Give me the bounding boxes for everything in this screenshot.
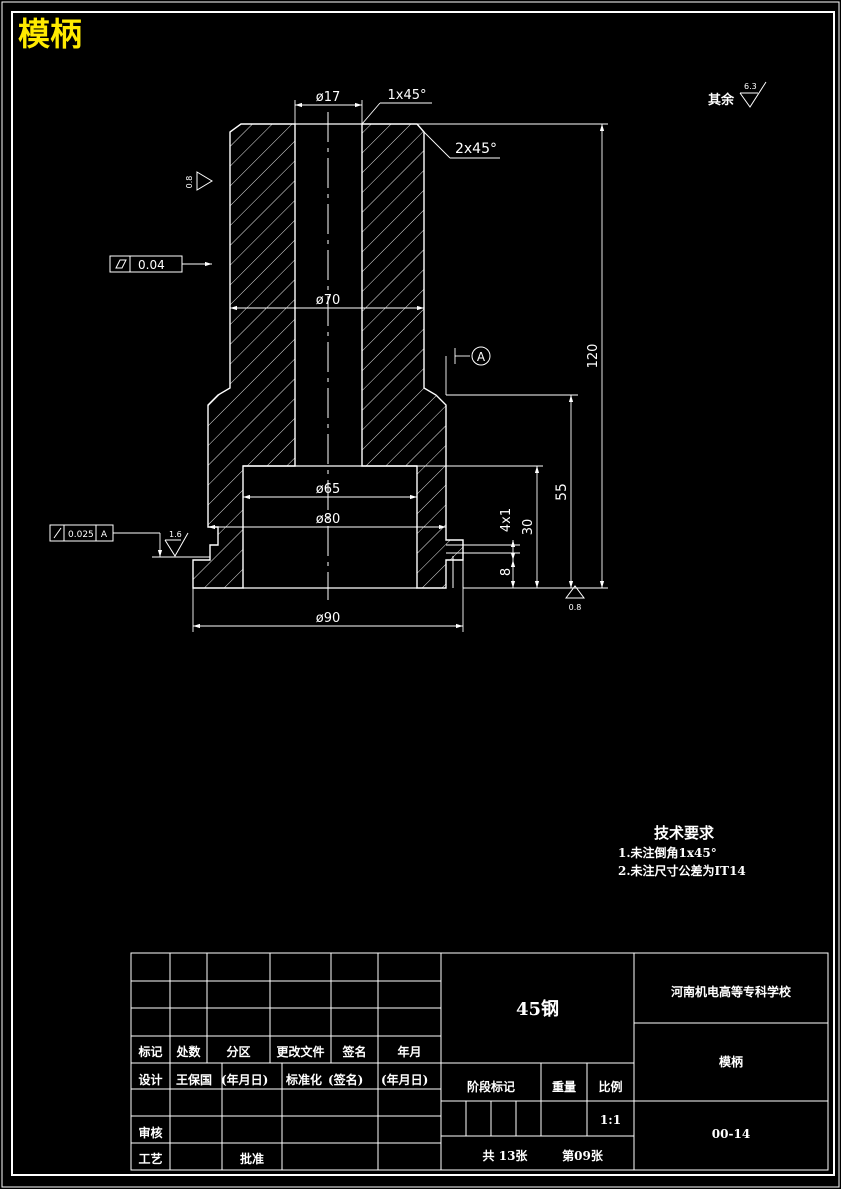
tech-req-item-2: 2.未注尺寸公差为IT14 — [618, 864, 746, 878]
roughness-symbols — [164, 81, 767, 599]
tb-sign-label: (签名) — [328, 1073, 364, 1087]
dim-len120: 120 — [586, 344, 601, 369]
dim-d70: ø70 — [316, 293, 341, 308]
dim-d17: ø17 — [316, 90, 341, 105]
tb-school: 河南机电高等专科学校 — [670, 985, 791, 999]
tb-stage-label: 阶段标记 — [466, 1080, 515, 1094]
dim-chamfer-top: 1x45° — [387, 88, 426, 103]
tb-weight-label: 重量 — [551, 1080, 576, 1094]
dim-len8: 8 — [499, 568, 514, 576]
roughness-other-value: 6.3 — [744, 82, 757, 91]
tb-scale-label: 比例 — [598, 1080, 623, 1094]
tb-review-label: 审核 — [138, 1126, 163, 1140]
datum-a-label: A — [477, 350, 486, 364]
dim-len30: 30 — [521, 519, 536, 536]
dim-d90: ø90 — [316, 611, 341, 626]
runout-value: 0.025 — [68, 530, 94, 540]
tb-label-change-doc: 更改文件 — [276, 1045, 325, 1059]
dim-d65: ø65 — [316, 482, 341, 497]
dim-chamfer-outer: 2x45° — [455, 141, 497, 157]
roughness-bottom-value: 0.8 — [569, 603, 582, 612]
dim-d80: ø80 — [316, 512, 341, 527]
tb-date-label-2: (年月日) — [381, 1073, 429, 1087]
tb-drawing-no: 00-14 — [711, 1127, 751, 1141]
tb-label-mark: 标记 — [138, 1045, 163, 1059]
tb-sheet-no: 第09张 — [562, 1149, 603, 1163]
tb-label-date: 年月 — [397, 1045, 422, 1059]
tb-standard-label: 标准化 — [286, 1073, 323, 1087]
tb-design-label: 设计 — [138, 1073, 163, 1087]
tb-process-label: 工艺 — [138, 1152, 163, 1166]
tb-scale-value: 1:1 — [599, 1113, 622, 1127]
roughness-other-label: 其余 — [708, 92, 735, 108]
tb-sheet-total: 共 13张 — [482, 1149, 528, 1163]
inner-border — [11, 11, 835, 1176]
drawing-title: 模柄 — [18, 15, 83, 53]
dim-groove: 4x1 — [499, 508, 514, 532]
tb-label-count: 处数 — [176, 1045, 201, 1059]
dimension-lines — [113, 100, 608, 632]
runout-datum: A — [101, 530, 108, 540]
tb-designer: 王保国 — [176, 1073, 213, 1087]
roughness-bore-value: 0.8 — [185, 176, 194, 189]
tb-material: 45钢 — [515, 999, 560, 1020]
tb-approve-label: 批准 — [239, 1152, 264, 1166]
part-section — [192, 112, 520, 600]
tech-req-item-1: 1.未注倒角1x45° — [618, 846, 717, 860]
tolerance-frames — [49, 255, 491, 542]
roughness-shoulder-value: 1.6 — [169, 530, 182, 539]
annotations: ø17 1x45° 2x45° ø70 ø65 ø80 ø90 120 55 3… — [68, 82, 757, 626]
tech-req-heading: 技术要求 — [654, 824, 715, 842]
tb-date-label: (年月日) — [221, 1073, 269, 1087]
tb-label-signature: 签名 — [342, 1045, 367, 1059]
tb-part-name: 模柄 — [718, 1055, 743, 1069]
tb-label-zone: 分区 — [226, 1045, 251, 1059]
title-block-grid — [130, 952, 829, 1171]
cylindricity-value: 0.04 — [138, 258, 165, 272]
dim-len55: 55 — [554, 483, 570, 501]
